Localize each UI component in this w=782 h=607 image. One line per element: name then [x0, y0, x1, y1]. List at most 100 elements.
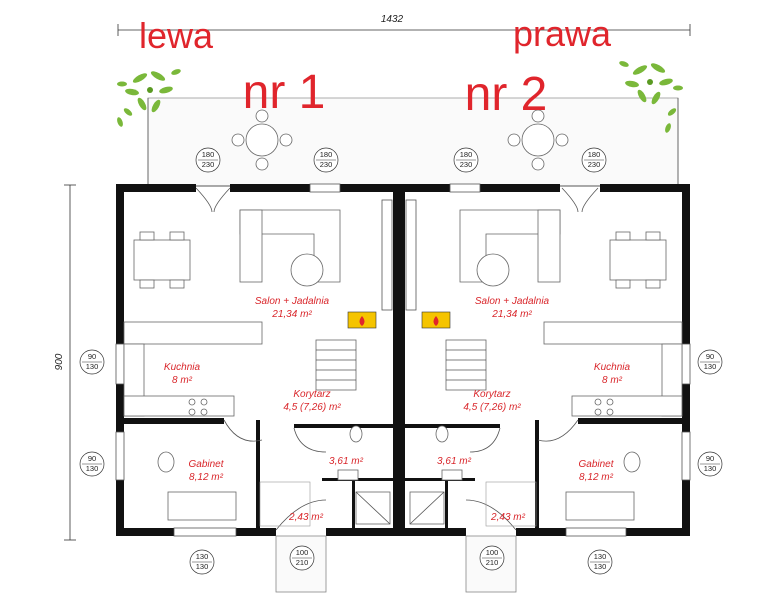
opening-label-side-left-2: 90 130: [79, 451, 105, 477]
opening-label-terrace-left-2: 180 230: [313, 147, 339, 173]
room-name-kuchnia-left: Kuchnia: [164, 362, 201, 373]
svg-text:130: 130: [704, 464, 717, 473]
fireplace-icon: [421, 311, 451, 329]
terrace-window-left: [309, 183, 341, 193]
room-name-salon-left: Salon + Jadalnia: [255, 296, 330, 307]
svg-text:130: 130: [86, 362, 99, 371]
central-doors: [381, 199, 417, 311]
svg-text:100: 100: [486, 548, 499, 557]
svg-text:130: 130: [704, 362, 717, 371]
shower-icon: [409, 491, 445, 525]
room-area-lazienka-left: 3,61 m²: [329, 456, 364, 467]
svg-text:90: 90: [706, 454, 714, 463]
walls: [116, 184, 690, 536]
stairs-icon: [315, 339, 357, 391]
svg-text:230: 230: [588, 160, 601, 169]
svg-text:180: 180: [460, 150, 473, 159]
dining-table-right: [609, 231, 667, 289]
room-area-salon-right: 21,34 m²: [491, 309, 532, 320]
opening-label-terrace-right-1: 180 230: [453, 147, 479, 173]
table-icon: [231, 109, 293, 171]
window-front-right: [565, 527, 627, 537]
room-area-gabinet-right: 8,12 m²: [579, 472, 614, 483]
room-area-kuchnia-right: 8 m²: [602, 375, 623, 386]
dining-table-left: [133, 231, 191, 289]
gabinet-furniture-left: [157, 451, 237, 521]
svg-text:90: 90: [88, 454, 96, 463]
dimension-height: 900: [54, 353, 65, 370]
opening-label-terrace-left-1: 180 230: [195, 147, 221, 173]
label-right-number: nr 2: [465, 68, 548, 121]
terrace: [147, 97, 679, 187]
opening-label-side-right-1: 90 130: [697, 349, 723, 375]
terrace-door-left[interactable]: [195, 185, 231, 213]
toilet-icon: [435, 425, 449, 443]
svg-text:230: 230: [320, 160, 333, 169]
table-icon: [507, 109, 569, 171]
svg-text:130: 130: [196, 552, 209, 561]
kitchen-counter-left: [123, 321, 263, 345]
window-gabinet-right: [681, 431, 691, 481]
svg-text:130: 130: [594, 552, 607, 561]
room-area-korytarz-left: 4,5 (7,26) m²: [283, 402, 341, 413]
top-dimension: 1432: [117, 14, 691, 36]
svg-text:130: 130: [196, 562, 209, 571]
svg-text:180: 180: [202, 150, 215, 159]
plant-icon: [619, 61, 683, 133]
wc-room-left: [259, 481, 311, 527]
terrace-door-right[interactable]: [560, 185, 600, 213]
window-front-left: [173, 527, 237, 537]
kitchen-bottom-left: [123, 395, 235, 417]
label-left-number: nr 1: [243, 66, 326, 119]
room-area-wc-left: 2,43 m²: [288, 512, 324, 523]
coffee-table: [290, 253, 324, 287]
window-kitchen-right: [681, 343, 691, 385]
wc-room-right: [485, 481, 537, 527]
room-name-korytarz-left: Korytarz: [293, 389, 330, 400]
room-name-gabinet-left: Gabinet: [188, 459, 224, 470]
stove-icon: [594, 398, 614, 416]
dimension-width: 1432: [381, 14, 404, 25]
opening-label-front-right: 130 130: [587, 549, 613, 575]
kitchen-counter-right: [543, 321, 683, 345]
room-area-salon-left: 21,34 m²: [271, 309, 312, 320]
svg-text:180: 180: [320, 150, 333, 159]
room-area-korytarz-right: 4,5 (7,26) m²: [463, 402, 521, 413]
room-name-salon-right: Salon + Jadalnia: [475, 296, 550, 307]
stove-icon: [188, 398, 208, 416]
svg-text:90: 90: [88, 352, 96, 361]
sink-right: [441, 469, 463, 481]
label-left: lewa: [139, 15, 214, 56]
opening-label-front-left: 130 130: [189, 549, 215, 575]
svg-text:210: 210: [296, 558, 309, 567]
coffee-table: [476, 253, 510, 287]
room-area-wc-right: 2,43 m²: [490, 512, 526, 523]
stairs-icon: [445, 339, 487, 391]
svg-text:100: 100: [296, 548, 309, 557]
room-area-kuchnia-left: 8 m²: [172, 375, 193, 386]
svg-text:230: 230: [460, 160, 473, 169]
kitchen-bottom-right: [571, 395, 683, 417]
terrace-window-right: [449, 183, 481, 193]
sink-left: [337, 469, 359, 481]
room-name-korytarz-right: Korytarz: [473, 389, 510, 400]
room-area-gabinet-left: 8,12 m²: [189, 472, 224, 483]
svg-text:210: 210: [486, 558, 499, 567]
opening-label-side-right-2: 90 130: [697, 451, 723, 477]
fireplace-icon: [347, 311, 377, 329]
sofa-icon: [239, 209, 341, 283]
plant-icon: [117, 69, 181, 127]
gabinet-furniture-right: [565, 451, 641, 521]
room-name-kuchnia-right: Kuchnia: [594, 362, 631, 373]
opening-label-entry-right: 100 210: [479, 545, 505, 571]
left-dimension: 900: [54, 184, 76, 541]
svg-text:230: 230: [202, 160, 215, 169]
svg-text:130: 130: [86, 464, 99, 473]
label-right: prawa: [513, 13, 612, 54]
opening-label-side-left-1: 90 130: [79, 349, 105, 375]
room-area-lazienka-right: 3,61 m²: [437, 456, 472, 467]
svg-text:130: 130: [594, 562, 607, 571]
window-gabinet-left: [115, 431, 125, 481]
svg-text:90: 90: [706, 352, 714, 361]
